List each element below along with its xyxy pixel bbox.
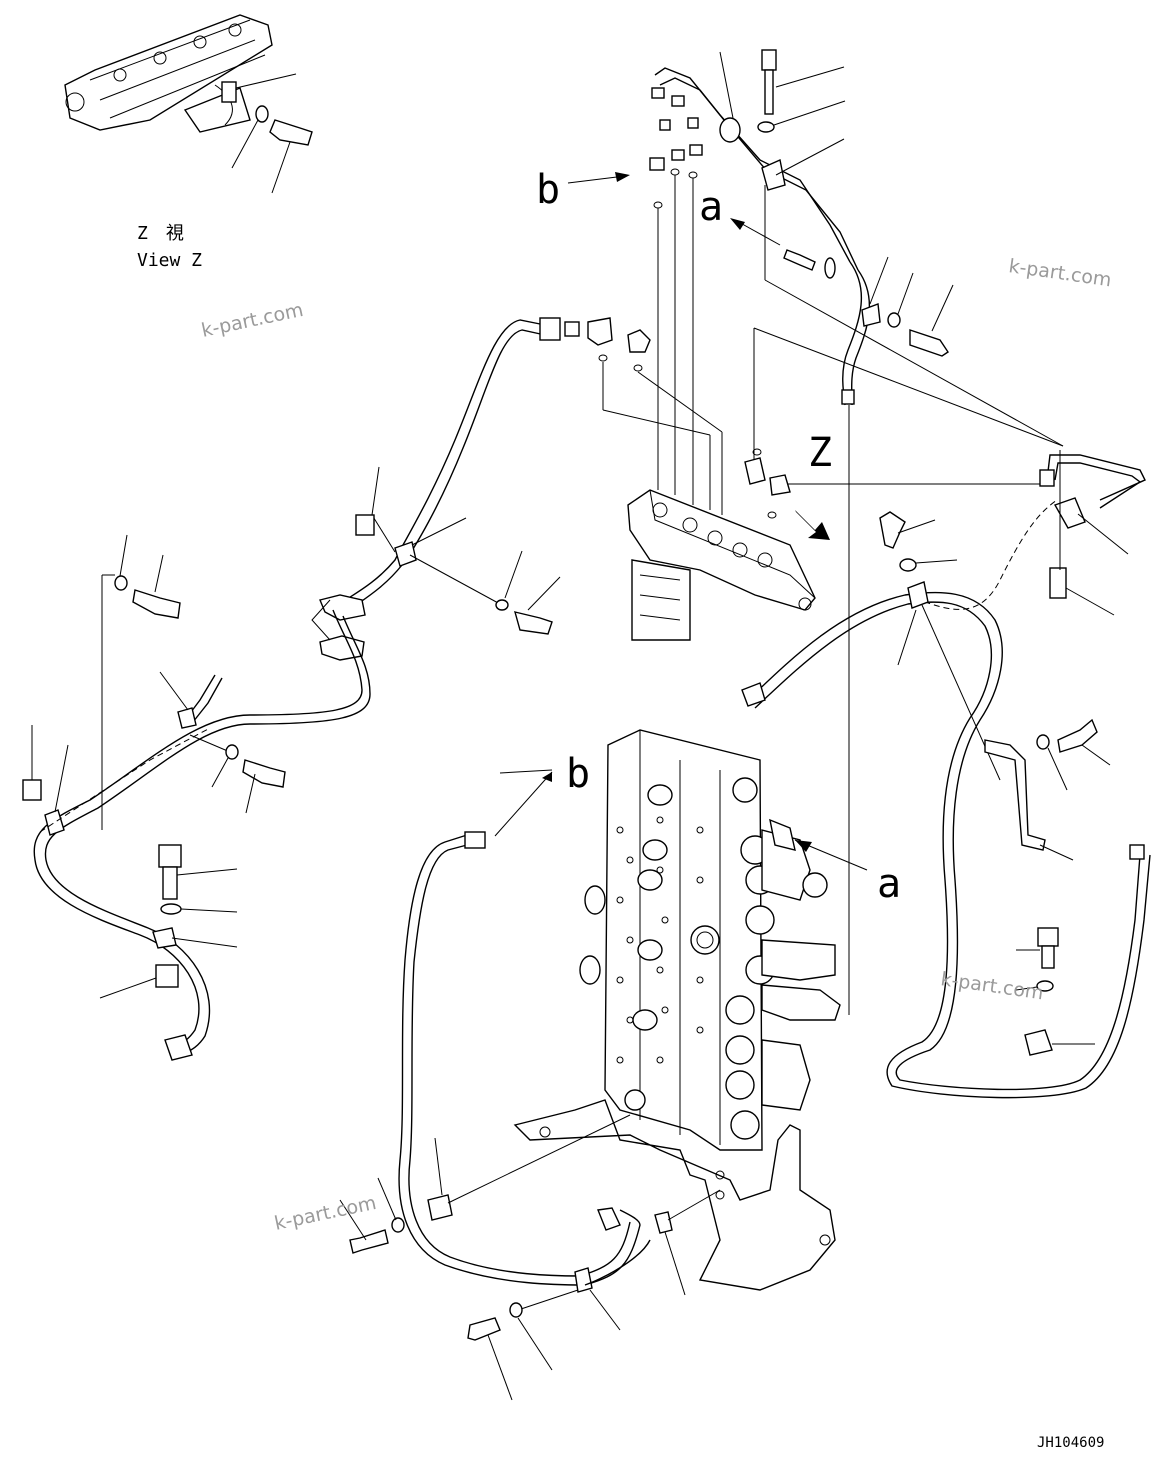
z-marker-label: Z: [808, 430, 832, 476]
right-side-hose: [753, 327, 1146, 616]
upper-manifold-fittings: [649, 49, 1064, 505]
view-z-title-en: View Z: [137, 250, 202, 271]
label-b-bottom: b: [566, 751, 590, 797]
right-middle-hoses: [741, 499, 1151, 1099]
watermark-2: k-part.com: [1007, 255, 1113, 291]
watermark-1: k-part.com: [199, 299, 305, 342]
watermark-4: k-part.com: [272, 1192, 378, 1235]
view-z-inset: Z 視 View Z: [64, 14, 313, 271]
reference-arrows: [567, 172, 781, 246]
drawing-code: JH104609: [1037, 1435, 1104, 1451]
label-a-bottom: a: [877, 861, 901, 907]
watermark-3: k-part.com: [939, 968, 1045, 1004]
label-b-top: b: [536, 167, 560, 213]
main-control-valve: [513, 729, 868, 1291]
upper-right-hose: [841, 256, 954, 1015]
left-hose-loop: [22, 534, 371, 1061]
label-a-top: a: [699, 184, 723, 230]
mid-valve-assembly: Z: [627, 430, 832, 641]
view-z-title-jp: Z 視: [137, 223, 184, 244]
lower-hoses: [339, 769, 721, 1401]
left-hose-fittings: [311, 317, 723, 661]
